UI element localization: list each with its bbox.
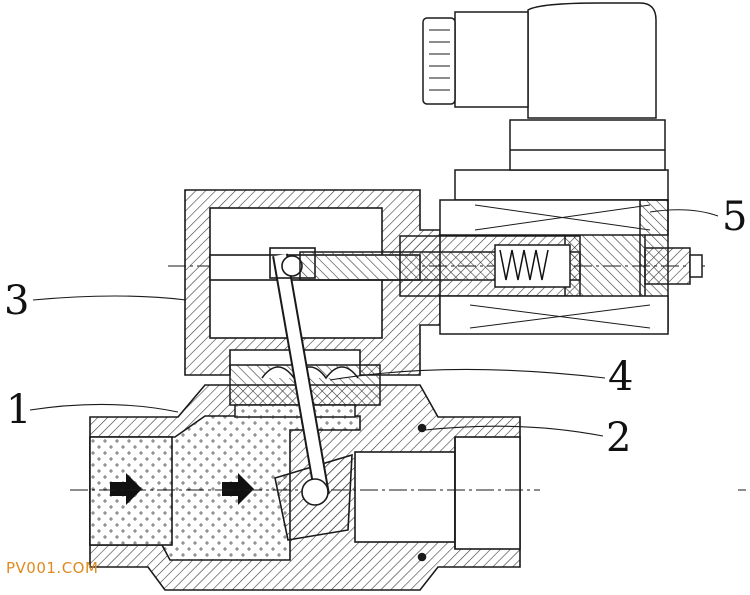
flow-arrow-icon [110,473,142,505]
lever-assembly [269,247,353,541]
flow-arrow-icon [222,473,254,505]
watermark-text: PV001.COM [6,559,99,577]
flow-arrows [110,473,254,505]
valve-body [89,384,521,591]
callout-label-4: 4 [608,354,634,400]
callout-label-3: 3 [4,278,30,324]
connector-plug [422,2,657,119]
leader-lines [29,209,719,437]
solenoid-coil [439,119,669,335]
spring-icon [499,249,549,281]
callout-label-1: 1 [6,387,32,433]
callout-label-2: 2 [606,415,632,461]
callout-label-5: 5 [722,194,748,240]
